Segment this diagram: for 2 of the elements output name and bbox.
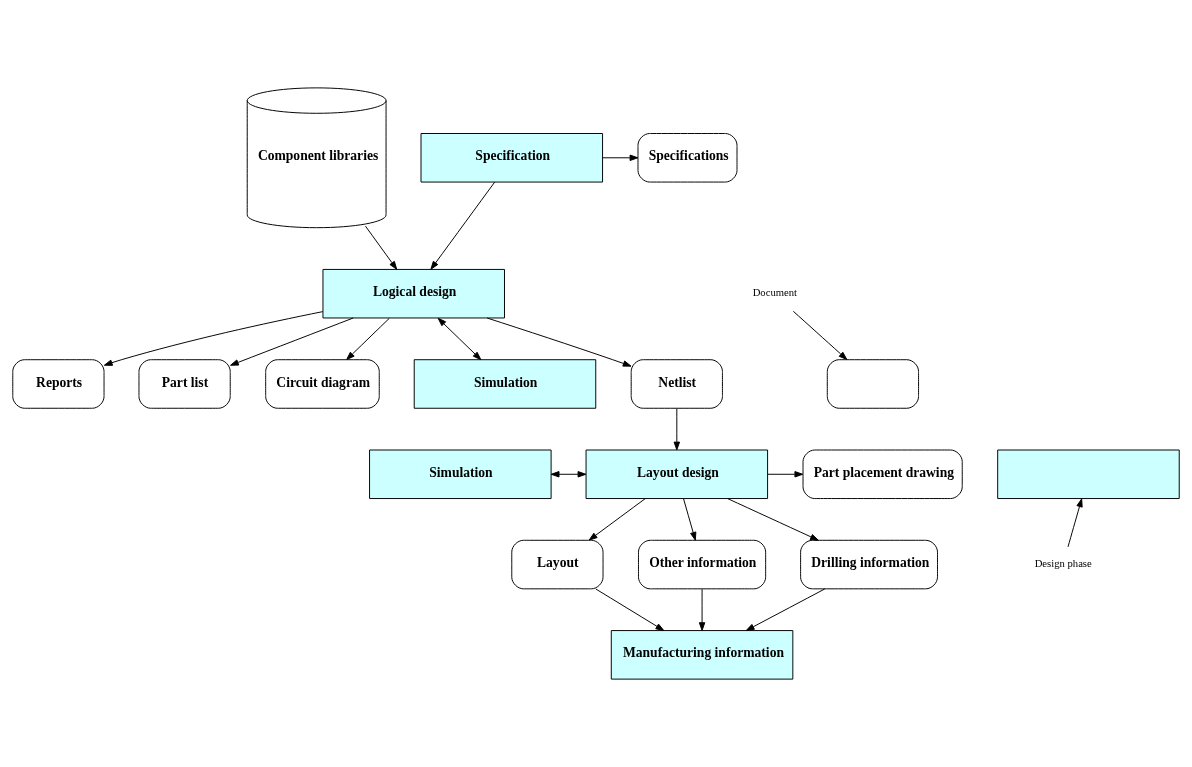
node-text: Document bbox=[752, 286, 798, 299]
node-text: Design phase bbox=[1034, 557, 1092, 570]
